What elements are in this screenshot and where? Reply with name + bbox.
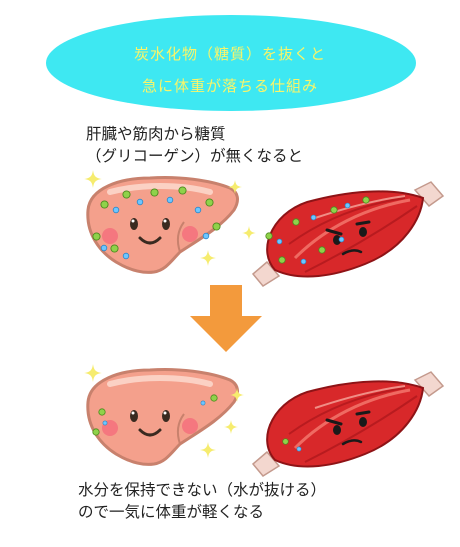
muscle-before: [251, 180, 445, 288]
caption-bottom-line-2: ので一気に体重が軽くなる: [78, 503, 265, 521]
caption-top: 肝臓や筋肉から糖質 （グリコーゲン）が無くなると: [86, 123, 303, 167]
caption-bottom-line-1: 水分を保持できない（水が抜ける）: [78, 481, 327, 499]
muscle-after: [251, 370, 445, 478]
liver-after: [88, 369, 238, 464]
caption-top-line-2: （グリコーゲン）が無くなると: [86, 147, 304, 165]
caption-top-line-1: 肝臓や筋肉から糖質: [86, 125, 226, 143]
title-banner: [46, 15, 416, 111]
caption-bottom: 水分を保持できない（水が抜ける） ので一気に体重が軽くなる: [78, 479, 326, 523]
title-line-1: 炭水化物（糖質）を抜くと: [133, 45, 326, 63]
liver-before: [88, 177, 238, 272]
down-arrow: [190, 285, 262, 352]
title-line-2: 急に体重が落ちる仕組み: [141, 77, 318, 95]
